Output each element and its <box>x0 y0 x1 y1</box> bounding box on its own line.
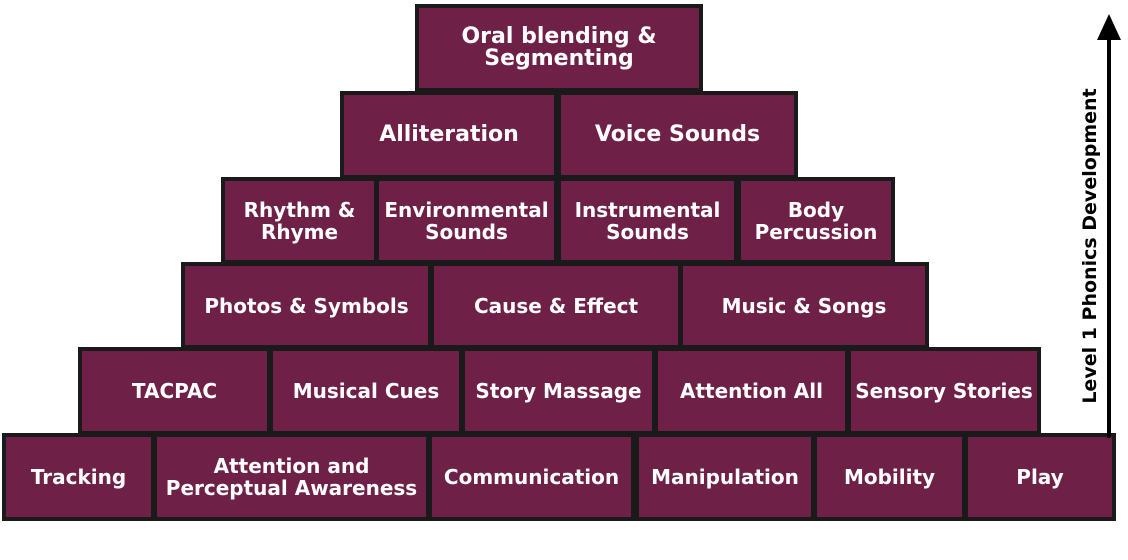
block-label: Environmental Sounds <box>384 197 549 244</box>
block-label: TACPAC <box>131 379 218 403</box>
block-mobility: Mobility <box>813 433 966 521</box>
block-cause-effect: Cause & Effect <box>430 262 682 349</box>
block-label: Mobility <box>843 465 936 489</box>
block-label: Cause & Effect <box>473 293 639 318</box>
block-label: Body Percussion <box>754 197 878 244</box>
block-label: Communication <box>443 465 620 489</box>
block-label: Voice Sounds <box>594 122 761 147</box>
block-environmental-sounds: Environmental Sounds <box>375 177 558 264</box>
block-label: Oral blending & Segmenting <box>461 24 657 71</box>
block-label: Play <box>1016 465 1064 489</box>
block-label: Story Massage <box>475 379 642 403</box>
block-label: Rhythm & Rhyme <box>243 197 356 244</box>
block-label: Attention All <box>680 379 823 403</box>
block-communication: Communication <box>428 433 635 521</box>
block-tacpac: TACPAC <box>78 347 271 435</box>
block-story-massage: Story Massage <box>461 347 656 435</box>
block-label: Manipulation <box>651 465 799 489</box>
block-photos-symbols: Photos & Symbols <box>181 262 432 349</box>
block-body-percussion: Body Percussion <box>737 177 895 264</box>
block-label: Musical Cues <box>292 379 440 403</box>
block-label: Instrumental Sounds <box>574 197 721 244</box>
block-music-songs: Music & Songs <box>679 262 929 349</box>
block-label: Alliteration <box>379 122 519 147</box>
block-label: Attention and Perceptual Awareness <box>165 454 418 500</box>
block-label: Music & Songs <box>721 293 887 318</box>
block-manipulation: Manipulation <box>635 433 815 521</box>
block-voice-sounds: Voice Sounds <box>557 91 798 179</box>
block-sensory-stories: Sensory Stories <box>847 347 1041 435</box>
block-play: Play <box>964 433 1116 521</box>
block-attention-all: Attention All <box>654 347 849 435</box>
axis-label: Level 1 Phonics Development <box>1079 88 1101 404</box>
block-alliteration: Alliteration <box>340 91 558 179</box>
block-musical-cues: Musical Cues <box>269 347 463 435</box>
block-attention-perceptual-awareness: Attention and Perceptual Awareness <box>153 433 430 521</box>
block-label: Photos & Symbols <box>204 293 409 318</box>
block-rhythm-rhyme: Rhythm & Rhyme <box>221 177 378 264</box>
development-axis-line <box>1107 36 1111 438</box>
block-label: Tracking <box>30 465 127 489</box>
block-instrumental-sounds: Instrumental Sounds <box>557 177 738 264</box>
block-tracking: Tracking <box>2 433 155 521</box>
block-label: Sensory Stories <box>855 379 1033 403</box>
block-oral-blending-segmenting: Oral blending & Segmenting <box>415 4 703 92</box>
up-arrow-icon <box>1097 14 1121 40</box>
